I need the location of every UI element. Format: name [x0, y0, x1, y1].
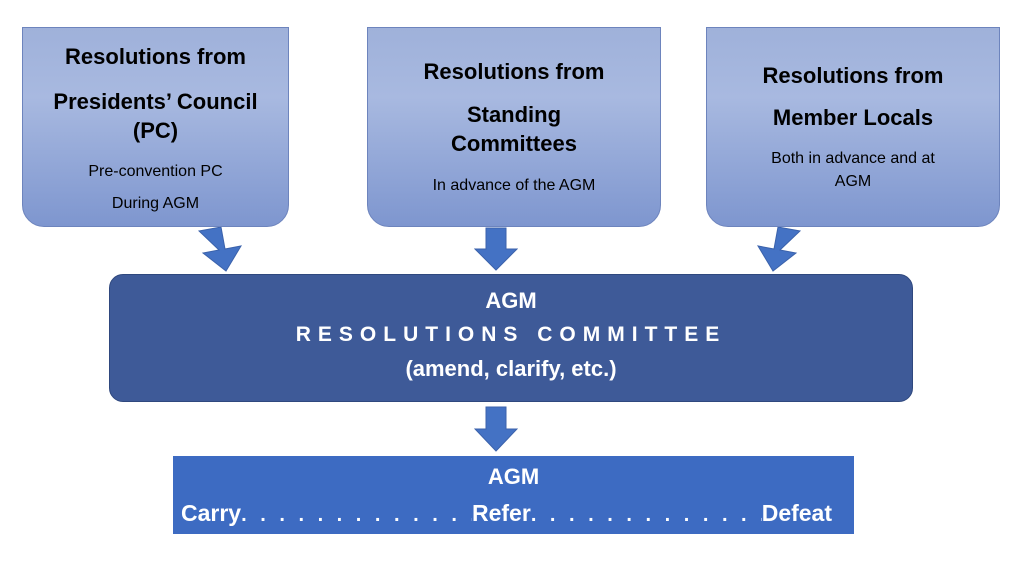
arrow-shape — [474, 406, 518, 452]
arrow-shape — [197, 227, 243, 272]
ml-heading-line2: Member Locals — [772, 105, 934, 130]
committee-subtitle: (amend, clarify, etc.) — [405, 356, 617, 381]
sc-heading-line3: Committees — [451, 131, 577, 156]
outcome-title: AGM — [487, 464, 540, 489]
presidents-council-box: Resolutions from Presidents’ Council (PC… — [22, 27, 289, 227]
arrow-down-icon-pc — [197, 227, 243, 272]
committee-title: AGM — [485, 288, 537, 313]
leader-dots-1: . . . . . . . . . . . . . . . — [241, 504, 472, 526]
sc-heading-line2: Standing — [466, 102, 562, 127]
ml-heading-line1: Resolutions from — [762, 63, 944, 88]
member-locals-box: Resolutions from Member Locals Both in a… — [706, 27, 1000, 227]
pc-detail-line2: During AGM — [111, 195, 200, 212]
arrow-down-icon-sc — [474, 227, 518, 271]
pc-detail-line1: Pre-convention PC — [88, 163, 223, 180]
sc-heading-line1: Resolutions from — [423, 59, 605, 84]
committee-name: RESOLUTIONS COMMITTEE — [295, 323, 727, 346]
standing-committees-box: Resolutions from Standing Committees In … — [367, 27, 661, 227]
sc-detail-line1: In advance of the AGM — [432, 177, 596, 194]
pc-heading-line2: Presidents’ Council — [53, 89, 258, 114]
outcome-defeat: Defeat — [761, 500, 833, 526]
ml-detail-line2: AGM — [834, 173, 872, 190]
leader-dots-2: . . . . . . . . . . . . . . . — [530, 504, 762, 526]
ml-detail-line1: Both in advance and at — [771, 150, 935, 167]
pc-heading-line3: (PC) — [132, 118, 179, 143]
outcome-refer: Refer — [472, 500, 531, 526]
resolutions-committee-box: AGM RESOLUTIONS COMMITTEE (amend, clarif… — [109, 274, 913, 402]
agm-outcome-box: AGM Carry . . . . . . . . . . . . . . . … — [173, 456, 854, 534]
outcome-options-row: Carry . . . . . . . . . . . . . . . Refe… — [181, 498, 832, 530]
arrow-down-icon-ml — [756, 227, 802, 272]
outcome-carry: Carry — [181, 500, 242, 526]
pc-heading-line1: Resolutions from — [65, 44, 246, 69]
arrow-shape — [756, 227, 802, 272]
arrow-shape — [474, 227, 518, 271]
arrow-down-icon-outcome — [474, 406, 518, 452]
